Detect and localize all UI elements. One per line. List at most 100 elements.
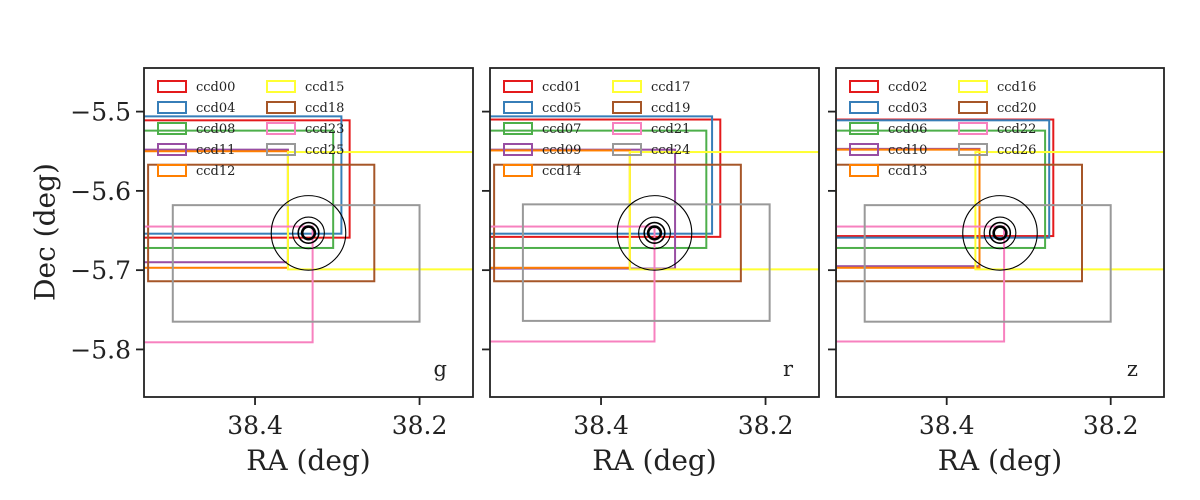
legend-item-ccd00: ccd00 [157,80,235,95]
legend-label: ccd17 [651,80,690,95]
legend-item-ccd21: ccd21 [612,122,690,137]
legend-swatch [503,101,533,114]
legend-item-ccd18: ccd18 [266,101,344,116]
legend-swatch [157,80,187,93]
legend-label: ccd21 [651,122,690,137]
x-tick-label: 38.2 [392,411,448,440]
target-circle [983,216,1017,250]
legend-swatch [612,101,642,114]
legend: ccd02ccd03ccd06ccd10ccd13ccd16ccd20ccd22… [849,80,1036,179]
legend-label: ccd04 [196,101,235,116]
legend-swatch [958,101,988,114]
ccd-footprint-ccd06 [836,129,1047,249]
legend: ccd01ccd05ccd07ccd09ccd14ccd17ccd19ccd21… [503,80,690,179]
target-circle [643,221,666,245]
x-axis-label: RA (deg) [246,444,370,477]
legend-swatch [849,122,879,135]
legend-item-ccd16: ccd16 [958,80,1036,95]
legend-swatch [266,80,296,93]
x-tick-label: 38.2 [738,411,794,440]
legend-swatch [958,80,988,93]
legend-label: ccd05 [542,101,581,116]
ccd-footprint-ccd04 [144,115,343,235]
legend-label: ccd23 [305,122,344,137]
ccd-footprint-ccd23 [144,225,314,344]
ccd-footprint-ccd15 [286,151,473,271]
legend-swatch [849,101,879,114]
legend-item-ccd03: ccd03 [849,101,927,116]
ccd-footprint-ccd18 [147,163,376,283]
legend-swatch [503,143,533,156]
y-tick-label: −5.8 [70,335,131,364]
legend: ccd00 ccd04 ccd08 ccd11 ccd12 ccd15 ccd18 ccd23… [157,80,344,179]
legend-swatch [612,122,642,135]
legend-swatch [157,101,187,114]
target-circle [992,225,1008,241]
legend-swatch [266,101,296,114]
target-circle [988,221,1012,245]
x-tick-label: 38.4 [227,411,283,440]
legend-item-ccd14: ccd14 [503,164,581,179]
ccd-footprint-ccd22 [836,225,1006,343]
legend-label: ccd12 [196,164,235,179]
legend-item-ccd19: ccd19 [612,101,690,116]
target-circle [638,216,671,250]
y-tick-label: −5.5 [70,98,131,127]
panel-band-label: z [1127,357,1138,381]
target-circle [616,195,693,271]
legend-swatch [266,143,296,156]
ccd-footprint-ccd03 [836,119,1051,239]
legend-label: ccd15 [305,80,344,95]
legend-item-ccd06: ccd06 [849,122,927,137]
panel-plot-area [490,115,819,343]
legend-swatch [612,80,642,93]
ccd-footprint-ccd25 [171,204,421,323]
legend-label: ccd07 [542,122,581,137]
ccd-footprint-ccd24 [521,203,771,322]
y-tick-label: −5.6 [70,177,131,206]
ccd-footprint-ccd07 [490,129,708,249]
legend-label: ccd03 [888,101,927,116]
panel-band-label: g [434,357,447,381]
legend-swatch [958,122,988,135]
y-axis-label: Dec (deg) [29,163,62,301]
legend-item-ccd24: ccd24 [612,143,690,158]
ccd-footprint-ccd08 [144,129,335,249]
ccd-footprint-ccd20 [836,163,1083,283]
x-tick-label: 38.4 [573,411,629,440]
target-circle [962,195,1038,271]
x-tick-label: 38.2 [1083,411,1139,440]
legend-item-ccd17: ccd17 [612,80,690,95]
ccd-footprint-ccd13 [836,148,981,269]
ccd-footprint-ccd17 [628,151,819,271]
plot-frame [835,67,1165,398]
legend-item-ccd23: ccd23 [266,122,344,137]
legend-swatch [157,122,187,135]
legend-label: ccd18 [305,101,344,116]
legend-item-ccd08: ccd08 [157,122,235,137]
plot-frame [489,67,820,398]
target-circle [300,225,317,241]
x-tick-label: 38.4 [919,411,975,440]
legend-item-ccd04: ccd04 [157,101,235,116]
target-circle [297,221,320,245]
legend-label: ccd08 [196,122,235,137]
legend-item-ccd26: ccd26 [958,143,1036,158]
legend-swatch [503,80,533,93]
legend-label: ccd06 [888,122,927,137]
legend-swatch [849,80,879,93]
legend-label: ccd11 [196,143,235,158]
legend-label: ccd14 [542,164,581,179]
legend-swatch [266,122,296,135]
panel-band-label: r [783,357,794,381]
legend-label: ccd19 [651,101,690,116]
legend-label: ccd00 [196,80,235,95]
legend-item-ccd15: ccd15 [266,80,344,95]
ccd-footprint-ccd00 [144,119,351,239]
panel-plot-area [836,118,1164,343]
target-circle [292,216,325,250]
legend-label: ccd16 [997,80,1036,95]
